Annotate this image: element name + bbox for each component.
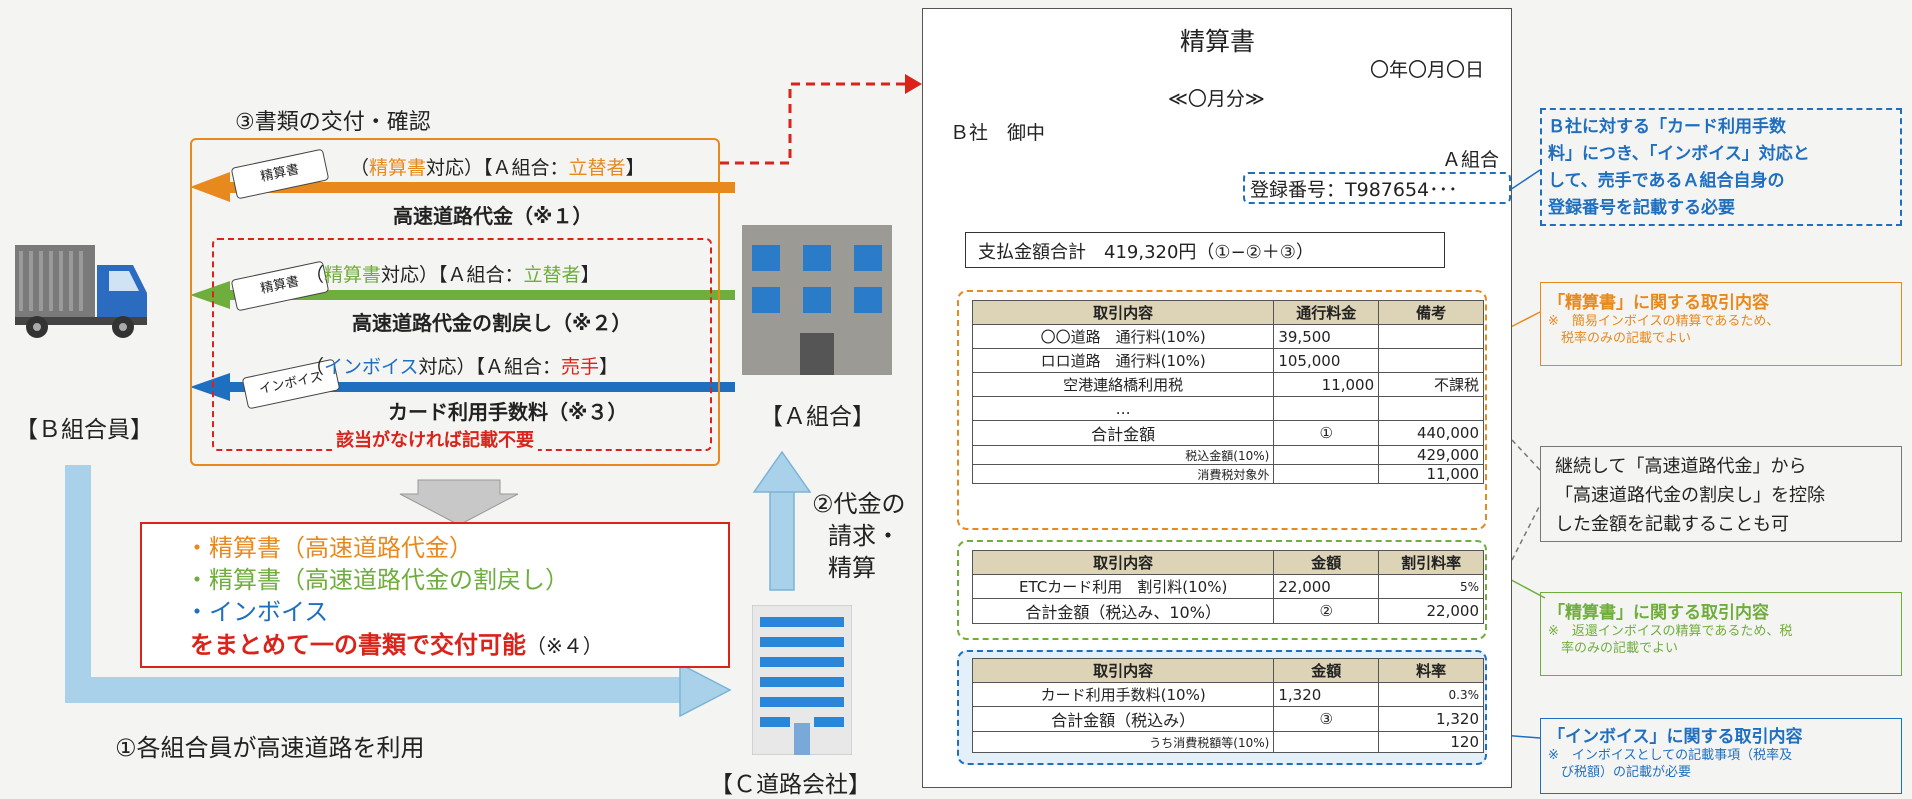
row2-title: 高速道路代金の割戻し（※２） — [352, 311, 632, 335]
row1-caption: （精算書対応）【Ａ組合：立替者】 — [350, 157, 645, 179]
row3-caption: （インボイス対応）【Ａ組合：売手】 — [305, 356, 618, 378]
table1-header-content: 取引内容 — [971, 300, 1275, 325]
row3-title: カード利用手数料（※３） — [388, 400, 628, 424]
member-label: 【Ｂ組合員】 — [15, 417, 153, 443]
summary-emphasis: をまとめて一の書類で交付可能（※４） — [190, 631, 603, 659]
summary-box — [140, 522, 730, 668]
settlement-note-green — [1540, 592, 1902, 676]
step1-label: ①各組合員が高速道路を利用 — [115, 734, 425, 762]
registration-number-box — [1243, 172, 1511, 204]
invoice-registration-note — [1540, 108, 1902, 226]
doc-title: 精算書 — [1180, 27, 1256, 56]
table2-highlight — [957, 540, 1487, 640]
invoice-note-blue — [1540, 718, 1902, 794]
table-row: … — [971, 396, 1484, 421]
doc-addressee: Ｂ社 御中 — [950, 122, 1046, 144]
registration-number: 登録番号：T987654･･･ — [1250, 179, 1458, 201]
table1-header-toll: 通行料金 — [1273, 300, 1380, 325]
documents-box — [190, 138, 720, 466]
row1-title: 高速道路代金（※１） — [393, 204, 593, 228]
summary-item-2: ・精算書（高速道路代金の割戻し） — [185, 566, 569, 594]
row2-caption: （精算書対応）【Ａ組合：立替者】 — [305, 264, 600, 286]
truck-icon — [15, 245, 147, 338]
offset-note — [1540, 446, 1902, 542]
doc-issuer: Ａ組合 — [1442, 149, 1500, 171]
table-row: 〇〇道路 通行料(10%)39,500 — [971, 324, 1484, 349]
offset-note-text: 継続して「高速道路代金」から 「高速道路代金の割戻し」を控除 した金額を記載する… — [1555, 456, 1825, 535]
table-row: うち消費税額等(10%)120 — [971, 731, 1484, 753]
step2-label: ②代金の 請求・ 精算 — [812, 490, 906, 582]
table3-header-content: 取引内容 — [971, 658, 1275, 683]
table1-highlight — [957, 290, 1487, 530]
table-row: 税込金額(10%)429,000 — [971, 445, 1484, 465]
doc-period: ≪〇月分≫ — [1168, 88, 1265, 110]
total-box — [965, 232, 1445, 268]
settlement-note-orange — [1540, 282, 1902, 366]
table1-header-remarks: 備考 — [1378, 300, 1484, 325]
summary-item-3: ・インボイス — [185, 598, 329, 626]
table2-header-content: 取引内容 — [971, 550, 1275, 575]
c-road-label: 【Ｃ道路会社】 — [710, 772, 871, 798]
settlement-note-orange-text: 「精算書」に関する取引内容 ※ 簡易インボイスの精算であるため、 税率のみの記載… — [1548, 293, 1780, 346]
table2-header-amount: 金額 — [1273, 550, 1380, 575]
a-union-label: 【Ａ組合】 — [760, 404, 875, 430]
invoice-note-blue-text: 「インボイス」に関する取引内容 ※ インボイスとしての記載事項（税率及 び税額）… — [1548, 727, 1803, 780]
table3-header-rate: 料率 — [1378, 658, 1484, 683]
step3-label: ③書類の交付・確認 — [235, 110, 431, 135]
total-line: 支払金額合計 419,320円（①−②＋③） — [978, 242, 1314, 263]
invoice-registration-note-text: Ｂ社に対する「カード利用手数 料」につき、「インボイス」対応と して、売手である… — [1548, 117, 1810, 218]
road-company-building-icon — [752, 605, 852, 755]
table1: 取引内容 通行料金 備考 〇〇道路 通行料(10%)39,500 ロロ道路 通行… — [971, 300, 1484, 484]
doc-date: 〇年〇月〇日 — [1370, 59, 1485, 81]
table3-header-amount: 金額 — [1273, 658, 1380, 683]
settlement-note-green-text: 「精算書」に関する取引内容 ※ 返還インボイスの精算であるため、税 率のみの記載… — [1548, 603, 1793, 656]
office-building-icon — [742, 225, 892, 375]
table2-header-rate: 割引料率 — [1378, 550, 1484, 575]
table-row: ロロ道路 通行料(10%)105,000 — [971, 348, 1484, 373]
summary-item-1: ・精算書（高速道路代金） — [185, 534, 473, 562]
not-applicable-note: 該当がなければ記載不要 — [332, 426, 538, 452]
